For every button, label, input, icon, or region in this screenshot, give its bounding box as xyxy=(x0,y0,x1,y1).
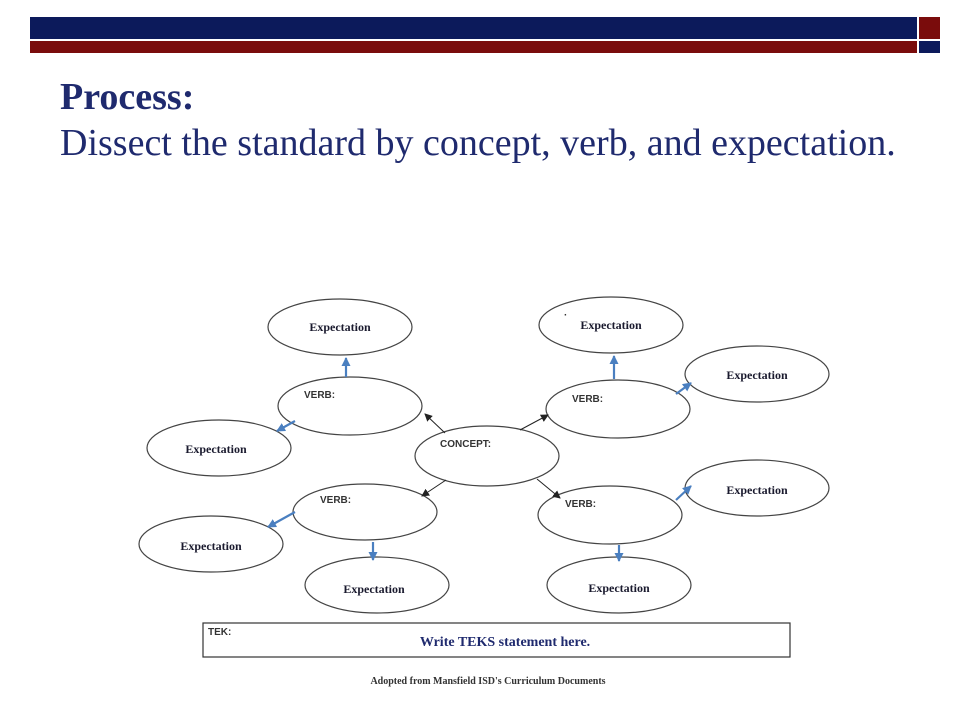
expectation-node: Expectation xyxy=(684,345,830,403)
tek-label: TEK: xyxy=(208,627,231,638)
concept-node: CONCEPT: xyxy=(414,425,560,487)
verb-label: VERB: xyxy=(320,495,351,506)
title-body: Dissect the standard by concept, verb, a… xyxy=(60,122,896,164)
expectation-label: Expectation xyxy=(343,582,405,596)
expectation-label: Expectation xyxy=(726,368,788,382)
expectation-label: Expectation xyxy=(185,442,247,456)
verb-node-bottom-right: VERB: xyxy=(537,485,683,545)
verb-label: VERB: xyxy=(304,390,335,401)
title-heading: Process: xyxy=(60,76,195,118)
arrow-concept-to-verb xyxy=(424,413,446,434)
expectation-node: Expectation xyxy=(546,556,692,614)
expectation-node: Expectation xyxy=(684,459,830,517)
expectation-label: Expectation xyxy=(309,320,371,334)
verb-node-top-right: VERB: xyxy=(545,379,691,439)
expectation-label: Expectation xyxy=(580,318,642,332)
slide-title: Process: Dissect the standard by concept… xyxy=(60,74,920,166)
expectation-node: Expectation xyxy=(304,556,450,614)
header-square-navy xyxy=(919,41,940,53)
arrow-verb-to-expectation xyxy=(675,485,692,501)
arrow-verb-to-expectation xyxy=(675,382,692,395)
credit-note: Adopted from Mansfield ISD's Curriculum … xyxy=(370,676,605,687)
verb-node-top-left: VERB: xyxy=(277,376,423,436)
arrow-concept-to-verb xyxy=(519,414,549,431)
expectation-label: Expectation xyxy=(588,581,650,595)
stray-mark: · xyxy=(564,310,567,321)
arrow-verb-to-expectation xyxy=(276,420,296,432)
expectation-node: · Expectation xyxy=(538,296,684,354)
expectation-node: Expectation xyxy=(267,298,413,356)
concept-label: CONCEPT: xyxy=(440,439,491,450)
header-bar-navy xyxy=(30,17,917,39)
expectation-label: Expectation xyxy=(180,539,242,553)
arrow-verb-to-expectation xyxy=(267,511,296,528)
expectation-node: Expectation xyxy=(146,419,292,477)
verb-label: VERB: xyxy=(565,499,596,510)
expectation-label: Expectation xyxy=(726,483,788,497)
tek-box: TEK: Write TEKS statement here. xyxy=(202,622,791,658)
header-square-maroon xyxy=(919,17,940,39)
tek-statement: Write TEKS statement here. xyxy=(420,635,590,650)
header-bar-maroon xyxy=(30,41,917,53)
verb-label: VERB: xyxy=(572,394,603,405)
expectation-node: Expectation xyxy=(138,515,284,573)
arrow-concept-to-verb xyxy=(536,478,561,499)
verb-node-bottom-left: VERB: xyxy=(292,483,438,541)
arrow-concept-to-verb xyxy=(421,479,447,497)
